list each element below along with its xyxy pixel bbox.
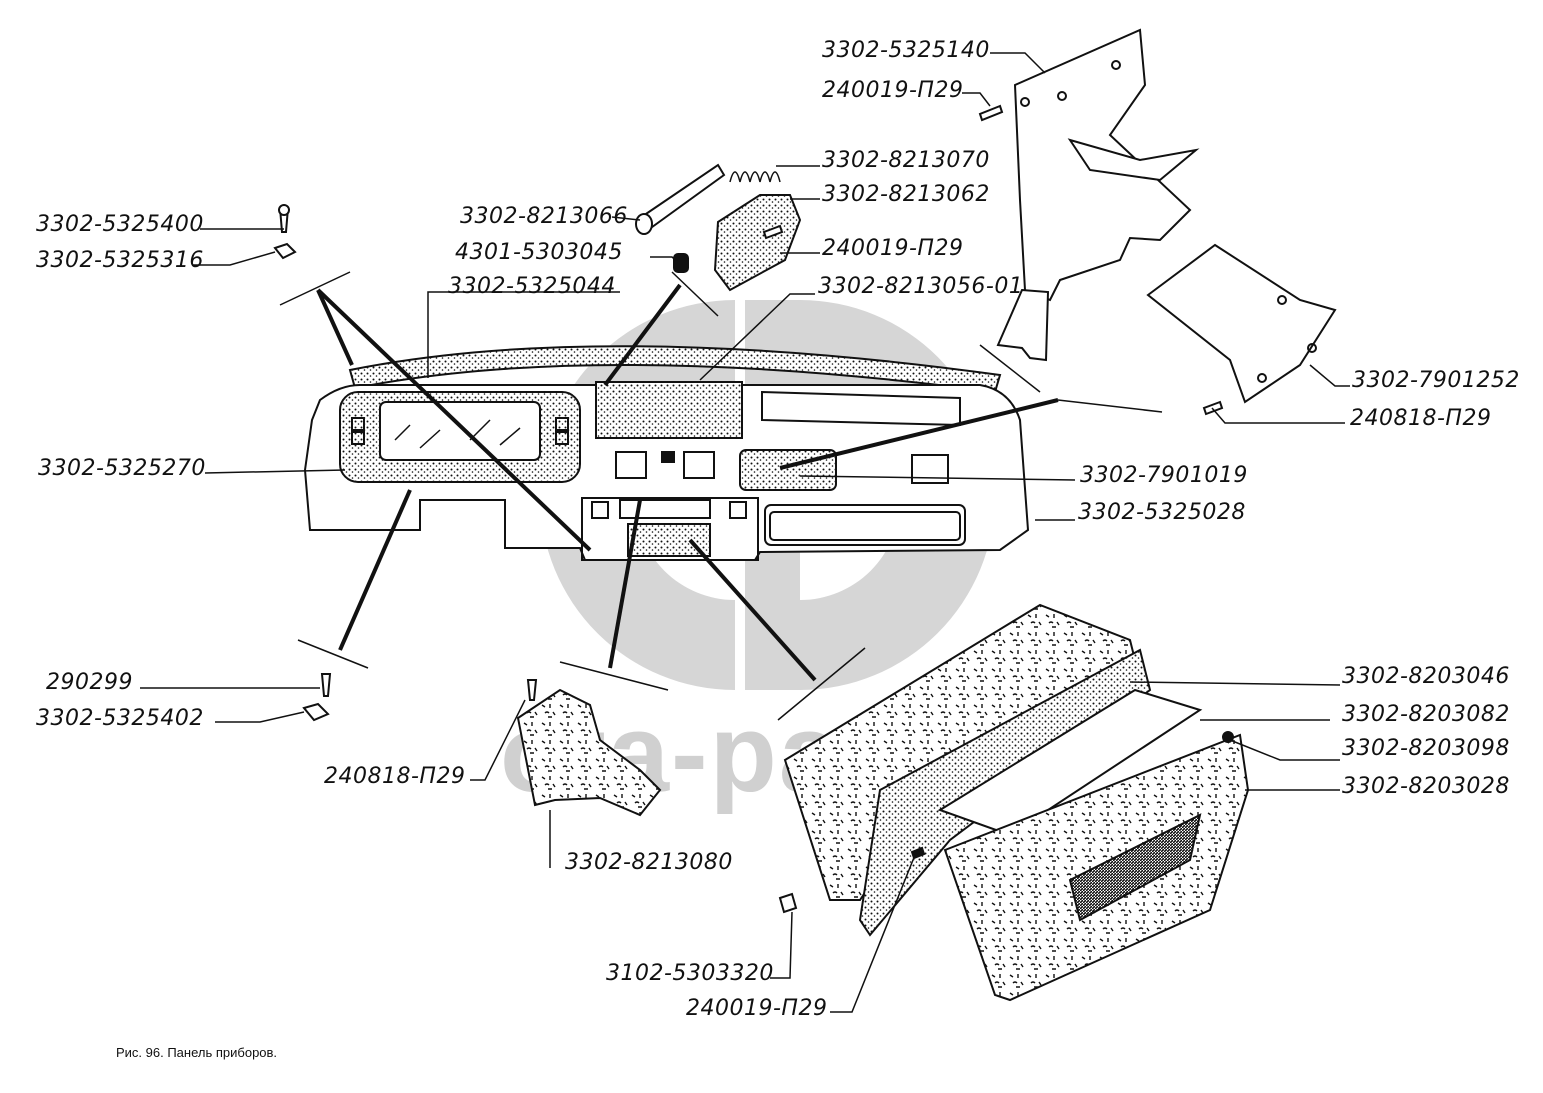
part-label-3302-8213062: 3302-8213062 — [822, 182, 990, 207]
part-label-3302-8203082: 3302-8203082 — [1342, 702, 1510, 727]
lid-handle — [1068, 813, 1202, 922]
clip — [302, 702, 330, 722]
clip — [273, 242, 297, 260]
screw — [762, 224, 784, 240]
part-label-3102-5303320: 3102-5303320 — [606, 961, 774, 986]
part-label-240019-p29-hinge: 240019-П29 — [822, 236, 964, 261]
part-label-3302-8213056-01: 3302-8213056-01 — [818, 274, 1024, 299]
glovebox-tray — [937, 688, 1203, 837]
part-label-240818-p29-latch: 240818-П29 — [324, 764, 466, 789]
lower-pad — [627, 523, 711, 557]
part-label-3302-5325140: 3302-5325140 — [822, 38, 990, 63]
part-label-3302-8203046: 3302-8203046 — [1342, 664, 1510, 689]
hinge-pin — [638, 163, 726, 232]
part-label-290299: 290299 — [46, 670, 133, 695]
hinge-bracket — [713, 194, 802, 292]
center-panel-pad — [595, 381, 743, 439]
bump-stop — [673, 253, 689, 273]
screw — [1202, 400, 1224, 416]
part-label-3302-5325402: 3302-5325402 — [36, 706, 204, 731]
part-label-3302-5325316: 3302-5325316 — [36, 248, 204, 273]
mounting-plate — [1146, 243, 1337, 404]
part-label-3302-5325400: 3302-5325400 — [36, 212, 204, 237]
part-label-3302-7901019: 3302-7901019 — [1080, 463, 1248, 488]
part-label-240818-p29-right: 240818-П29 — [1350, 406, 1492, 431]
part-label-3302-5325028: 3302-5325028 — [1078, 500, 1246, 525]
screw — [320, 673, 332, 697]
part-label-240019-p29-glovebox: 240019-П29 — [686, 996, 828, 1021]
part-label-3302-8203028: 3302-8203028 — [1342, 774, 1510, 799]
part-label-3302-5325044: 3302-5325044 — [448, 274, 616, 299]
part-label-4301-5303045: 4301-5303045 — [455, 240, 623, 265]
part-label-3302-8213070: 3302-8213070 — [822, 148, 990, 173]
part-label-240019-p29-top: 240019-П29 — [822, 78, 964, 103]
spring — [729, 171, 781, 183]
latch-bracket — [516, 688, 662, 817]
part-label-3302-8213066: 3302-8213066 — [460, 204, 628, 229]
clip — [778, 892, 798, 914]
screw — [526, 679, 538, 701]
part-label-3302-8213080: 3302-8213080 — [565, 850, 733, 875]
figure-caption: Рис. 96. Панель приборов. — [116, 1045, 278, 1060]
part-label-3302-5325270: 3302-5325270 — [38, 456, 206, 481]
screw — [978, 104, 1004, 122]
part-label-3302-7901252: 3302-7901252 — [1352, 368, 1520, 393]
part-label-3302-8203098: 3302-8203098 — [1342, 736, 1510, 761]
